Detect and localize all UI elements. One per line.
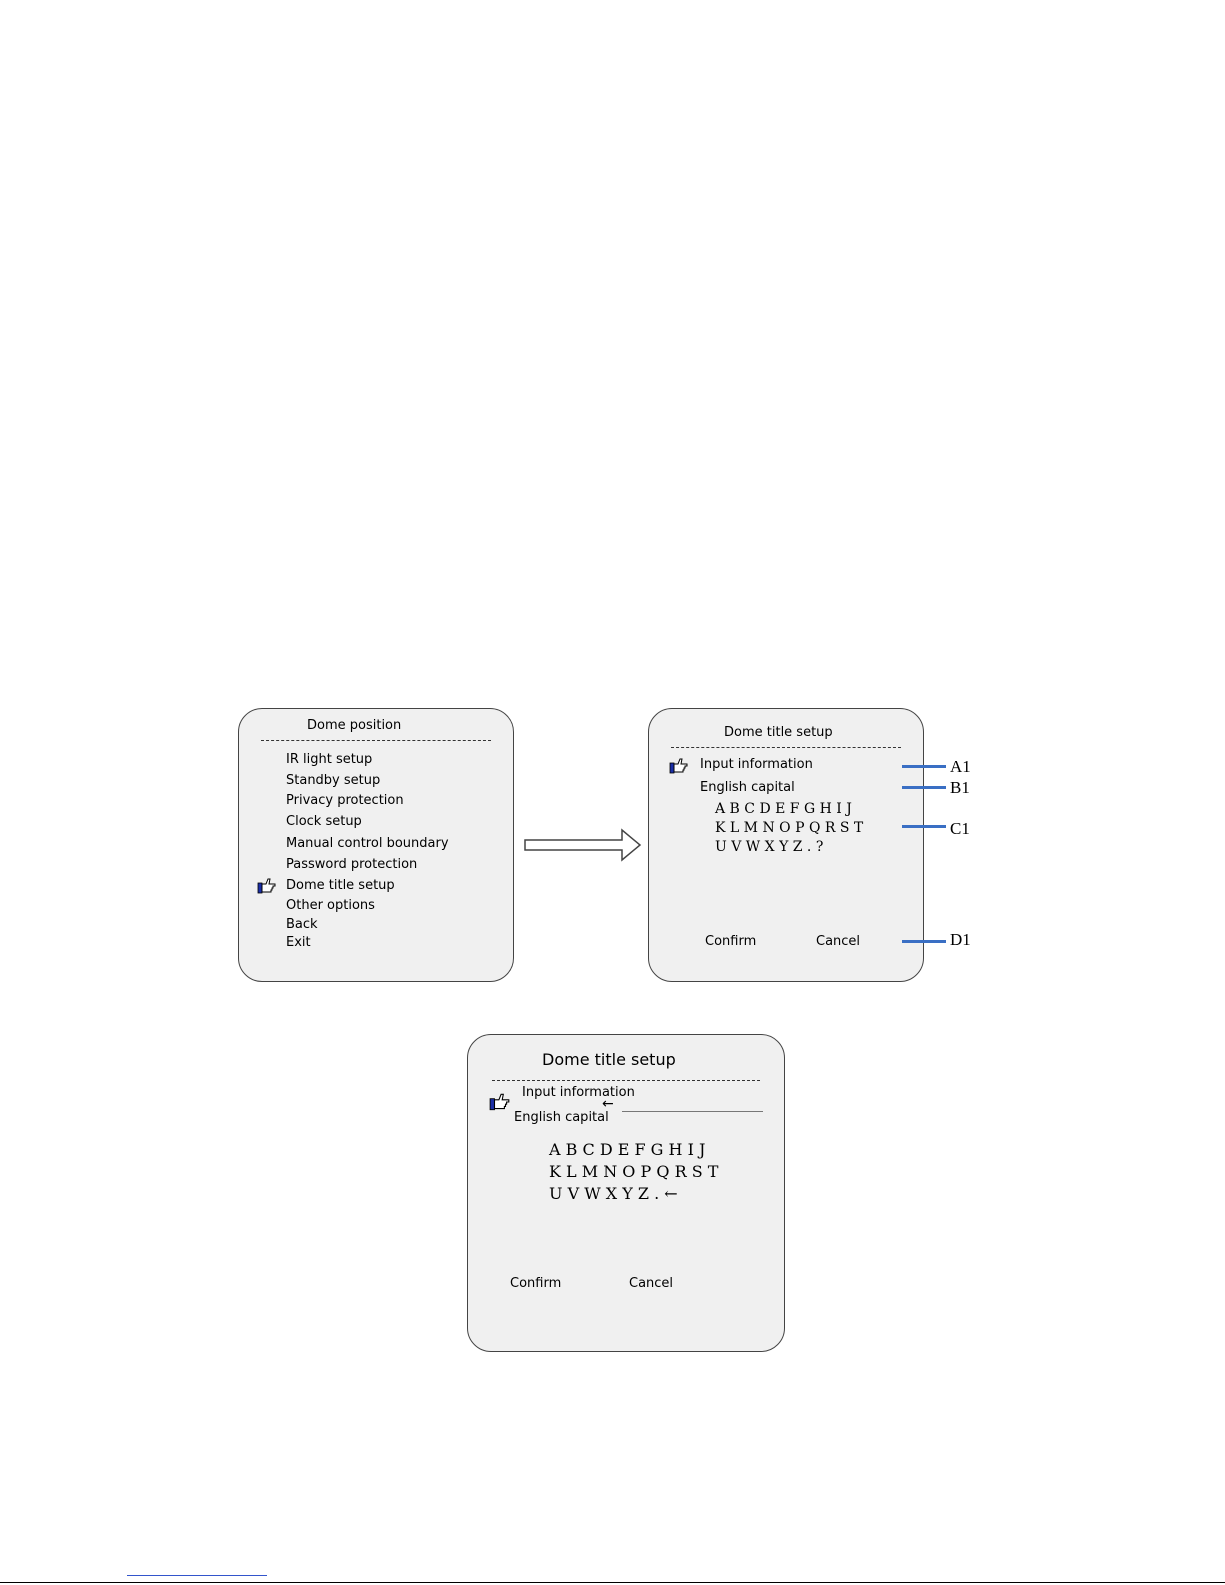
callout-line-b1 <box>902 786 946 789</box>
footer-rule <box>0 1582 1225 1583</box>
menu-item-privacy-protection[interactable]: Privacy protection <box>286 793 404 808</box>
input-underline <box>622 1111 763 1112</box>
menu-item-exit[interactable]: Exit <box>286 935 311 950</box>
char-row-3[interactable]: U V W X Y Z . ← <box>549 1184 678 1203</box>
pointing-hand-icon <box>257 878 276 894</box>
char-row-1[interactable]: A B C D E F G H I J <box>715 801 852 817</box>
callout-line-a1 <box>902 765 946 768</box>
menu-item-dome-title-setup[interactable]: Dome title setup <box>286 878 395 893</box>
char-row-2[interactable]: K L M N O P Q R S T <box>549 1162 719 1181</box>
menu-item-password-protection[interactable]: Password protection <box>286 857 418 872</box>
callout-line-d1 <box>902 940 946 943</box>
pointing-hand-icon <box>489 1093 510 1111</box>
menu-item-ir-light-setup[interactable]: IR light setup <box>286 752 373 767</box>
english-capital-label[interactable]: English capital <box>700 780 795 795</box>
panel-divider <box>671 747 901 748</box>
callout-a1: A1 <box>950 757 971 776</box>
callout-b1: B1 <box>950 778 970 797</box>
callout-d1: D1 <box>950 930 971 949</box>
right-arrow-icon <box>524 828 642 862</box>
dome-position-menu: Dome position IR light setup Standby set… <box>238 708 514 982</box>
char-row-2[interactable]: K L M N O P Q R S T <box>715 820 864 836</box>
confirm-button[interactable]: Confirm <box>510 1276 562 1291</box>
input-information-label[interactable]: Input information <box>522 1085 635 1100</box>
panel-divider <box>492 1080 760 1081</box>
callout-c1: C1 <box>950 819 970 838</box>
menu-item-clock-setup[interactable]: Clock setup <box>286 814 362 829</box>
cancel-button[interactable]: Cancel <box>816 934 861 949</box>
dome-title-setup-panel: Dome title setup Input information Engli… <box>648 708 924 982</box>
callout-line-c1 <box>902 825 946 828</box>
menu-divider <box>261 740 491 741</box>
input-back-arrow-icon: ← <box>602 1096 614 1112</box>
input-information-label[interactable]: Input information <box>700 757 813 772</box>
footer-link-underline <box>127 1575 267 1576</box>
menu-item-standby-setup[interactable]: Standby setup <box>286 773 381 788</box>
english-capital-label[interactable]: English capital <box>514 1110 609 1125</box>
menu-item-back[interactable]: Back <box>286 917 318 932</box>
menu-title: Dome position <box>307 718 402 733</box>
menu-item-other-options[interactable]: Other options <box>286 898 375 913</box>
panel-title: Dome title setup <box>542 1050 676 1069</box>
cancel-button[interactable]: Cancel <box>629 1276 674 1291</box>
dome-title-setup-panel-2: Dome title setup Input information ← Eng… <box>467 1034 785 1352</box>
confirm-button[interactable]: Confirm <box>705 934 757 949</box>
menu-item-manual-control-boundary[interactable]: Manual control boundary <box>286 836 449 851</box>
char-row-1[interactable]: A B C D E F G H I J <box>549 1140 706 1159</box>
pointing-hand-icon <box>669 758 688 774</box>
char-row-3[interactable]: U V W X Y Z . ? <box>715 839 824 855</box>
panel-title: Dome title setup <box>724 725 833 740</box>
